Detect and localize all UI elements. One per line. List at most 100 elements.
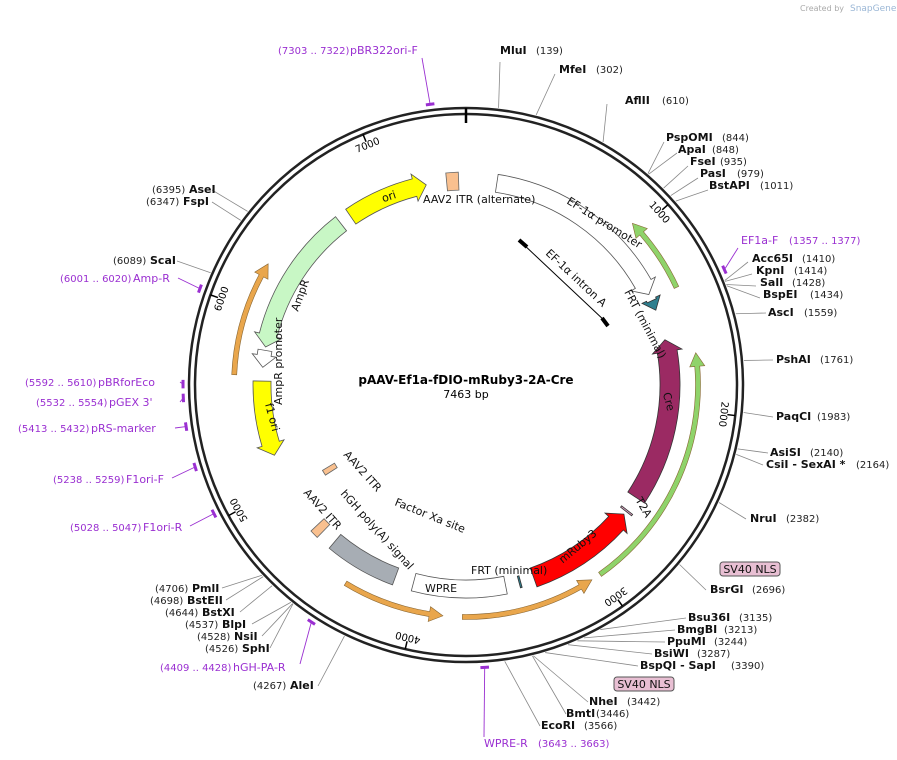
credit-created-by: Created by <box>800 4 844 13</box>
enzyme-leader-line <box>535 73 556 116</box>
enzyme-leader-line <box>679 564 707 591</box>
enzyme-leader-line <box>567 644 653 655</box>
enzyme-label: FspI <box>183 195 209 208</box>
tick-label: 4000 <box>394 629 421 645</box>
enzyme-leader-line <box>545 652 639 667</box>
primer-mark <box>480 665 490 670</box>
enzyme-label: AseI <box>189 183 216 196</box>
primer-label: pBRforEco <box>98 376 155 389</box>
enzyme-label: AscI <box>768 306 794 319</box>
primer-leader-line <box>724 247 739 270</box>
primer-mark <box>210 509 218 519</box>
enzyme-leader-line <box>269 603 294 649</box>
enzyme-label: SphI <box>242 642 270 655</box>
enzyme-position: (3213) <box>724 625 757 636</box>
enzyme-position: (2164) <box>856 460 889 471</box>
primer-range: (4409 .. 4428) <box>160 663 232 674</box>
primer-range: (3643 .. 3663) <box>538 739 610 750</box>
sv40-nls-box: SV40 NLS <box>719 561 781 577</box>
enzyme-position: (1761) <box>820 355 853 366</box>
primer-label: pRS-marker <box>91 422 156 435</box>
hgh-polya-box <box>328 533 400 586</box>
enzyme-leader-line <box>583 629 676 639</box>
enzyme-leader-line <box>504 661 541 727</box>
enzyme-label: BmtI <box>566 707 595 720</box>
enzyme-position: (4698) <box>150 596 183 607</box>
primer-arrow-orange <box>462 579 593 620</box>
enzyme-position: (1414) <box>794 266 827 277</box>
intron-cap <box>600 316 610 328</box>
primer-label: Amp-R <box>133 272 170 285</box>
enzyme-position: (3446) <box>596 709 629 720</box>
mruby3-arrow <box>529 512 628 588</box>
primer-leader-line <box>299 621 312 665</box>
tick-mark <box>228 511 236 517</box>
enzyme-position: (4267) <box>253 681 286 692</box>
plasmid-name: pAAV-Ef1a-fDIO-mRuby3-2A-Cre <box>358 373 573 387</box>
enzyme-position: (1011) <box>760 181 793 192</box>
enzyme-position: (6347) <box>146 197 179 208</box>
leader-lines <box>171 57 774 738</box>
enzyme-label: BlpI <box>222 618 246 631</box>
enzyme-label: ApaI <box>678 143 706 156</box>
primer-mark <box>197 284 203 294</box>
enzyme-label: KpnI <box>756 264 784 277</box>
enzyme-label: PmlI <box>192 582 219 595</box>
aav2-itr-inner-box <box>321 462 338 476</box>
enzyme-label: AleI <box>290 679 314 692</box>
primer-range: (5413 .. 5432) <box>18 424 90 435</box>
enzyme-leader-line <box>675 189 709 202</box>
f1-ori-arrow <box>252 380 285 456</box>
enzyme-position: (4644) <box>165 608 198 619</box>
enzyme-label: ScaI <box>150 254 176 267</box>
feature-label: FRT (minimal) <box>621 287 668 360</box>
enzyme-label: PspOMI <box>666 131 713 144</box>
primer-label: WPRE-R <box>484 737 528 750</box>
feature-label: Factor Xa site <box>393 496 467 536</box>
aav2-itr-alt-box <box>445 171 460 192</box>
enzyme-label: PshAI <box>776 353 811 366</box>
enzyme-position: (2696) <box>752 585 785 596</box>
enzyme-leader-line <box>251 601 292 625</box>
enzyme-leader-line <box>577 640 666 643</box>
enzyme-position: (4537) <box>185 620 218 631</box>
enzyme-leader-line <box>600 617 687 630</box>
t2a-box <box>620 505 634 517</box>
primer-leader-line <box>174 426 187 429</box>
enzyme-label: PpuMI <box>667 635 706 648</box>
tick-mark <box>404 641 408 650</box>
enzyme-leader-line <box>726 284 757 287</box>
enzyme-leader-line <box>532 655 567 715</box>
enzyme-position: (1983) <box>817 412 850 423</box>
tick-mark <box>362 134 367 143</box>
primer-label: pGEX 3' <box>109 396 153 409</box>
enzyme-leader-line <box>736 453 764 466</box>
frt-minimal-marker <box>641 294 661 311</box>
enzyme-leader-line <box>317 635 345 687</box>
enzyme-leader-line <box>225 576 264 601</box>
enzyme-position: (3244) <box>714 637 747 648</box>
primer-range: (5238 .. 5259) <box>53 475 125 486</box>
enzyme-position: (1434) <box>810 290 843 301</box>
enzyme-label: Bsu36I <box>688 611 730 624</box>
enzyme-position: (1428) <box>792 278 825 289</box>
enzyme-label: NheI <box>589 695 618 708</box>
ampr-arrow <box>253 216 348 348</box>
primer-range: (5028 .. 5047) <box>70 523 142 534</box>
primer-label: EF1a-F <box>741 234 778 247</box>
tick-label: 7000 <box>354 136 382 156</box>
feature-label: T2A <box>632 494 655 520</box>
enzyme-label: NruI <box>750 512 777 525</box>
enzyme-position: (1410) <box>802 254 835 265</box>
tick-mark <box>210 294 219 299</box>
enzyme-leader-line <box>498 61 501 108</box>
tick-mark <box>617 599 624 607</box>
tick-label: 2000 <box>716 401 730 428</box>
enzyme-leader-line <box>743 412 774 418</box>
sv40-nls-box: SV40 NLS <box>613 676 675 692</box>
ampr-promoter-arrow <box>251 348 278 368</box>
plasmid-length: 7463 bp <box>443 388 488 401</box>
enzyme-position: (3287) <box>697 649 730 660</box>
